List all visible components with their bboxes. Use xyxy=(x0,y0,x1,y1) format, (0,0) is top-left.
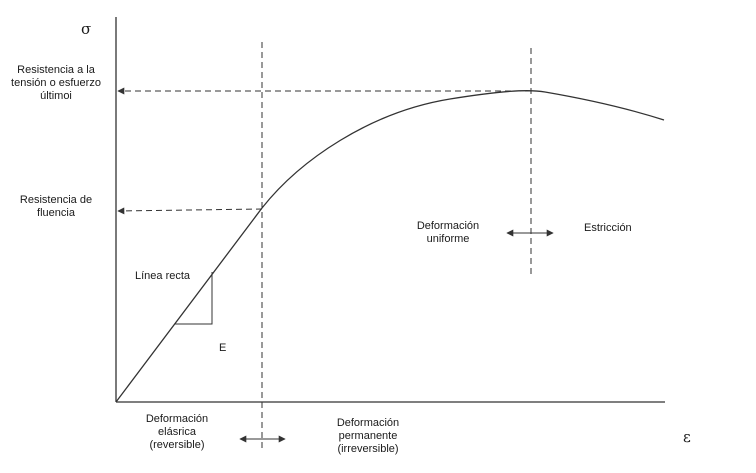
yield-strength-dashed-arrow xyxy=(117,207,263,215)
tensile-strength-label: Resistencia a la tensión o esfuerzo últi… xyxy=(11,64,101,102)
modulus-e-label: E xyxy=(219,342,227,354)
x-axis-epsilon-label: ε xyxy=(683,428,691,446)
necking-label: Estricción xyxy=(584,222,632,234)
slope-triangle xyxy=(175,272,213,325)
stress-strain-curve xyxy=(115,90,665,403)
uniform-deformation-label: Deformación uniforme xyxy=(416,220,480,245)
elastic-deformation-label: Deformación elásrica (reversible) xyxy=(145,413,209,451)
straight-line-label: Línea recta xyxy=(135,270,191,282)
permanent-deformation-label: Deformación permanente (irreversible) xyxy=(336,417,400,455)
yield-strength-label: Resistencia de fluencia xyxy=(19,194,93,219)
y-axis-sigma-label: σ xyxy=(81,20,92,38)
